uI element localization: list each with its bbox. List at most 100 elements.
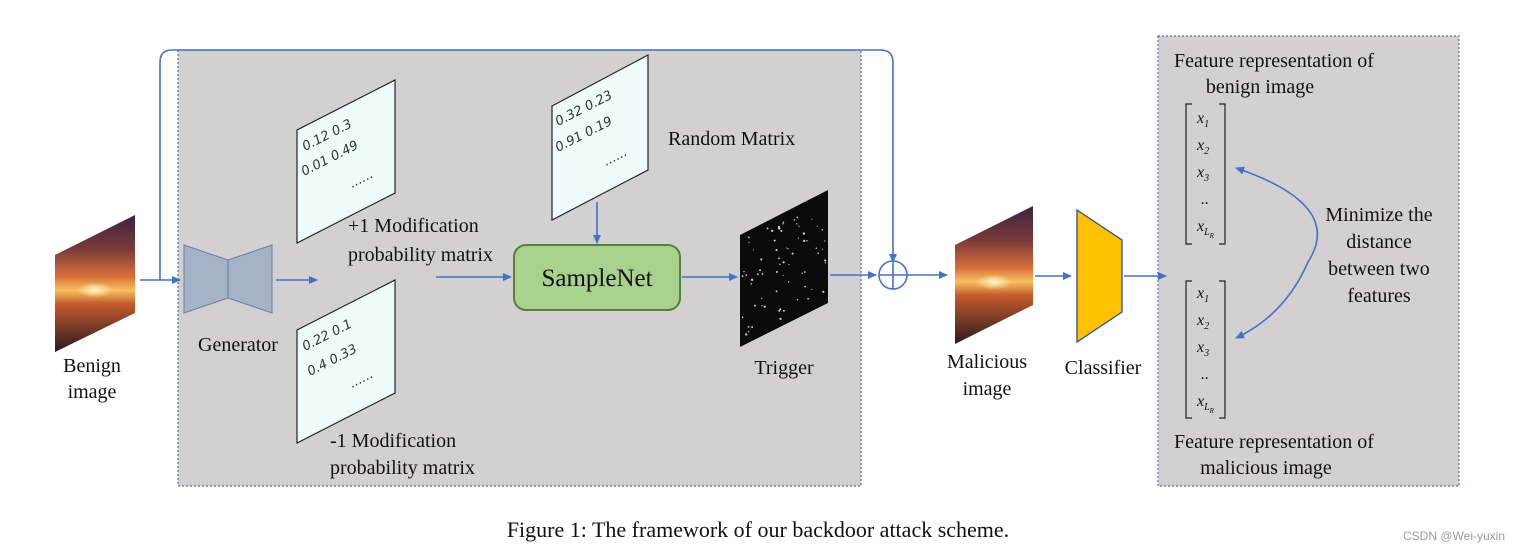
trigger-noise-dot (766, 227, 769, 230)
trigger-noise-dot (797, 237, 800, 239)
trigger-noise-dot (782, 261, 785, 264)
malicious-image-label-2: image (963, 378, 1012, 400)
trigger-noise-dot (778, 257, 780, 260)
trigger-noise-dot (822, 248, 824, 250)
trigger-noise-dot (741, 275, 744, 278)
plus-modification-matrix: 0.12 0.3 0.01 0.49 ...... (296, 79, 396, 244)
trigger-noise-dot (771, 229, 774, 233)
trigger-noise-dot (782, 274, 784, 276)
trigger-noise-dot (788, 263, 790, 266)
trigger-noise-dot (824, 240, 826, 242)
benign-image-label-1: Benign (63, 355, 121, 377)
minimize-label-3: between two (1328, 258, 1430, 280)
minus-modification-matrix: 0.22 0.1 0.4 0.33 ...... (296, 279, 396, 444)
trigger-noise-dot (815, 247, 817, 249)
trigger-noise-dot (791, 252, 794, 255)
trigger-noise-dot (796, 223, 798, 225)
trigger-noise-dot (782, 221, 785, 223)
trigger-noise-dot (821, 228, 824, 231)
plus-matrix-label-2: probability matrix (348, 244, 493, 266)
trigger-noise-dot (745, 274, 748, 276)
minimize-label-4: features (1347, 285, 1411, 307)
trigger-noise-dot (760, 258, 763, 261)
trigger-noise-dot (796, 299, 799, 301)
trigger-noise-dot (801, 272, 803, 274)
trigger-noise-dot (775, 271, 778, 273)
trigger-noise-dot (806, 240, 808, 242)
minimize-label-1: Minimize the (1325, 204, 1432, 226)
trigger-noise-dot (761, 273, 764, 275)
benign-image (55, 215, 135, 352)
trigger-noise-dot (773, 239, 776, 242)
trigger-noise-dot (803, 271, 806, 273)
trigger-noise-dot (816, 225, 818, 227)
trigger-noise-dot (782, 222, 784, 225)
trigger-noise-dot (798, 225, 800, 227)
skip-connection-arrow (159, 49, 897, 280)
trigger-label: Trigger (754, 357, 814, 379)
trigger-noise-dot (750, 283, 752, 285)
trigger-noise-dot (753, 249, 754, 251)
trigger-noise-dot (775, 249, 778, 252)
trigger-noise-dot (743, 270, 745, 273)
trigger-noise-dot (824, 262, 826, 264)
minus-matrix-label-1: -1 Modification (330, 430, 456, 452)
trigger-noise-dot (761, 297, 763, 299)
trigger-noise-dot (822, 290, 825, 293)
classifier-block (1076, 208, 1123, 344)
trigger-noise-dot (747, 325, 750, 328)
malicious-image-label-1: Malicious (947, 351, 1027, 373)
feature-entry: .. (1201, 366, 1209, 383)
trigger-noise-dot (785, 247, 787, 249)
trigger-noise-dot (782, 309, 785, 312)
watermark: CSDN @Wei-yuxin (1403, 529, 1505, 543)
trigger-noise-dot (807, 297, 809, 300)
trigger-noise-dot (802, 232, 806, 235)
trigger-noise-dot (793, 219, 796, 221)
trigger-noise-dot (759, 269, 762, 272)
generator-label: Generator (198, 334, 278, 356)
feature-malicious-label-2: malicious image (1200, 457, 1332, 479)
addition-operator (878, 260, 908, 290)
samplenet-block (513, 244, 681, 311)
random-matrix: 0.32 0.23 0.91 0.19 ...... (551, 54, 649, 221)
trigger-noise-dot (779, 263, 781, 266)
trigger-noise-dot (757, 273, 759, 275)
feature-benign-label-2: benign image (1206, 76, 1314, 98)
feature-benign-label-1: Feature representation of (1174, 50, 1374, 72)
samplenet-label: SampleNet (541, 265, 652, 292)
plus-matrix-label-1: +1 Modification (348, 215, 479, 237)
trigger-noise-dot (796, 216, 799, 219)
trigger-image (740, 190, 828, 347)
trigger-noise-dot (780, 229, 783, 232)
generator-block (183, 244, 273, 314)
trigger-noise-dot (748, 241, 750, 244)
classifier-label: Classifier (1065, 357, 1142, 379)
minus-matrix-label-2: probability matrix (330, 457, 475, 479)
random-matrix-label: Random Matrix (668, 128, 795, 150)
trigger-noise-dot (787, 281, 790, 283)
trigger-noise-dot (787, 248, 789, 250)
trigger-noise-dot (748, 236, 750, 239)
malicious-image (955, 206, 1033, 344)
trigger-noise-dot (779, 308, 782, 311)
trigger-noise-dot (741, 316, 744, 319)
trigger-noise-dot (745, 333, 748, 336)
trigger-noise-dot (778, 309, 781, 312)
trigger-noise-dot (811, 218, 813, 220)
figure-caption: Figure 1: The framework of our backdoor … (507, 517, 1009, 542)
trigger-noise-dot (804, 285, 806, 288)
trigger-noise-dot (775, 290, 778, 293)
feature-malicious-label-1: Feature representation of (1174, 431, 1374, 453)
minimize-label-2: distance (1346, 231, 1412, 253)
distance-curve-arrow (1235, 166, 1319, 339)
trigger-noise-dot (748, 331, 750, 333)
trigger-noise-dot (811, 288, 813, 290)
trigger-noise-dot (777, 225, 781, 229)
trigger-noise-dot (761, 305, 763, 307)
feature-entry: .. (1201, 191, 1209, 208)
trigger-noise-dot (750, 278, 754, 281)
benign-image-label-2: image (68, 381, 117, 403)
trigger-noise-dot (802, 239, 806, 243)
